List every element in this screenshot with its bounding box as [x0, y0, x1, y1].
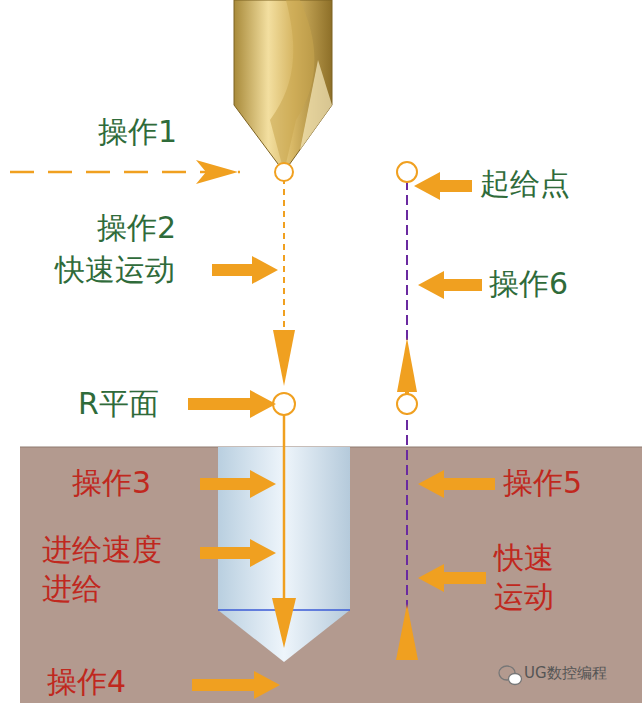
operation-label: 操作5	[503, 463, 582, 502]
operation-label: 操作2	[97, 208, 176, 247]
operation-label: 操作6	[489, 264, 568, 303]
feed-label: 进给速度 进给	[42, 530, 171, 608]
motion-label: 快速运动	[55, 250, 175, 289]
drill-bit	[234, 0, 332, 172]
start-point-label: 起给点	[480, 164, 570, 203]
operation-label: 操作4	[47, 662, 126, 701]
workpiece	[20, 447, 642, 703]
plane-label: R平面	[78, 384, 159, 423]
watermark-icon	[499, 666, 522, 685]
watermark: UG数控编程	[524, 664, 607, 684]
leader-arrows	[188, 172, 495, 699]
operation-label: 操作1	[98, 112, 177, 151]
motion-label: 快速 运动	[494, 538, 563, 616]
operation-label: 操作3	[72, 463, 151, 502]
